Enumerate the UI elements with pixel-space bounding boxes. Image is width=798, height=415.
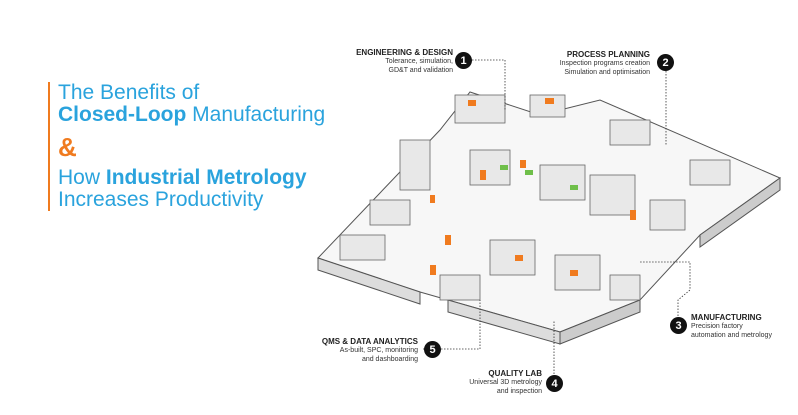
stage-number-badge: 1 [455,52,472,69]
orange-robots [430,98,636,276]
headline-bold-closed-loop: Closed-Loop [58,103,187,127]
machine [369,199,411,226]
stage-title: ENGINEERING & DESIGN [356,48,453,57]
headline-line-1: The Benefits of [58,81,200,104]
stage-desc: automation and metrology [691,331,772,339]
stage-number-badge: 5 [424,341,441,358]
stage-desc: GD&T and validation [388,66,453,74]
robot [570,270,578,276]
machine [609,119,651,146]
headline-bold-metrology: Industrial Metrology [105,166,307,190]
machine [689,159,731,186]
stage-desc: and dashboarding [361,355,418,363]
robot [430,195,435,203]
leader-lines [423,59,691,374]
green-screens [500,165,578,190]
stage-number-badge: 2 [657,54,674,71]
screen [500,165,508,170]
machine [399,139,431,191]
headline: The Benefits of Closed-Loop Manufacturin… [48,81,325,212]
machines [339,94,731,301]
machine [649,199,686,231]
machine [454,94,506,124]
stage-title: MANUFACTURING [691,313,762,322]
stage-title: QMS & DATA ANALYTICS [321,337,418,346]
machine [589,174,636,216]
machine [469,149,511,186]
floor-wall-front-right [559,299,641,345]
screen [525,170,533,175]
headline-line-2: Closed-Loop Manufacturing [58,104,325,126]
stage-qms-data-analytics: QMS & DATA ANALYTICS As-built, SPC, moni… [322,337,418,365]
headline-manufacturing: Manufacturing [186,103,326,127]
machine [489,239,536,276]
stage-number-badge: 4 [546,375,563,392]
stage-desc: Inspection programs creation [559,60,650,67]
robot [430,265,436,275]
stage-engineering-design: ENGINEERING & DESIGN Tolerance, simulati… [356,48,453,76]
stage-process-planning: PROCESS PLANNING Inspection programs cre… [560,50,650,78]
floor-wall-front-left [317,257,421,305]
leader-line-3 [640,261,691,316]
stage-title: PROCESS PLANNING [566,50,650,59]
robot [468,100,476,106]
leader-line-5 [423,300,481,350]
stage-manufacturing: MANUFACTURING Precision factory automati… [691,313,772,341]
screen [570,185,578,190]
stage-desc: Simulation and optimisation [564,68,650,76]
leader-line-1 [472,59,506,110]
stage-number-badge: 3 [670,317,687,334]
robot [480,170,486,180]
stage-desc: Universal 3D metrology [469,379,542,386]
stage-desc: Tolerance, simulation, [385,58,453,65]
stage-desc: As-built, SPC, monitoring [339,347,418,354]
stage-title: QUALITY LAB [488,369,542,378]
machine [529,94,566,118]
robot [545,98,554,104]
floor-wall-right [699,177,781,248]
machine [339,234,386,261]
robot [515,255,523,261]
robot [445,235,451,245]
stage-desc: and inspection [496,387,542,395]
robot [630,210,636,220]
stage-quality-lab: QUALITY LAB Universal 3D metrology and i… [469,369,542,397]
machine [539,164,586,201]
machine [439,274,481,301]
robot [520,160,526,168]
headline-line-3: How Industrial Metrology [58,167,325,189]
headline-line-4: Increases Productivity [58,188,264,212]
machine [609,274,641,301]
headline-how: How [58,166,106,190]
ampersand: & [58,132,77,163]
stage-desc: Precision factory [691,323,743,330]
